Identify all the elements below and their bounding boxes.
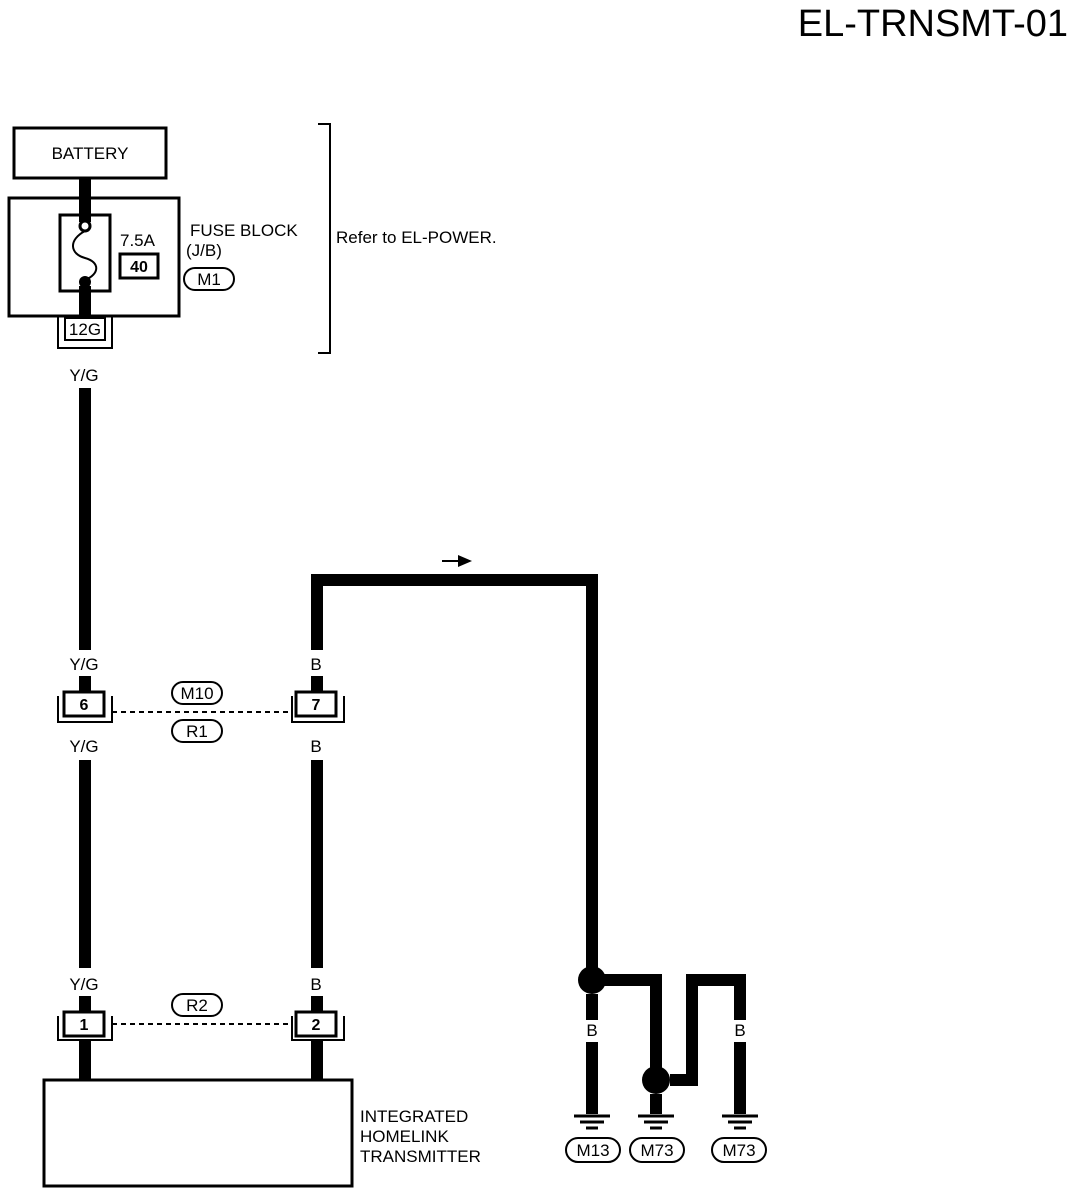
ground-connector-label-2: M73 <box>640 1141 673 1160</box>
fuse-icon <box>58 198 112 316</box>
svg-text:2: 2 <box>312 1017 321 1034</box>
wire-color-b-g4: B <box>734 1021 745 1040</box>
diagram-title: EL-TRNSMT-01 <box>798 3 1068 45</box>
wire-color-yg-4: Y/G <box>69 975 98 994</box>
module-name-line3: TRANSMITTER <box>360 1147 481 1166</box>
splice-point-upper <box>578 966 606 994</box>
wire-color-yg-3: Y/G <box>69 737 98 756</box>
wire-color-b-g1: B <box>586 1021 597 1040</box>
wire-b-ground-loop <box>311 574 598 970</box>
fuse-block-name: FUSE BLOCK <box>190 221 298 240</box>
battery-label: BATTERY <box>52 144 129 163</box>
connector-label-r1: R1 <box>186 722 208 741</box>
connector-pin-1: 1 <box>57 996 113 1041</box>
ground-icon <box>638 1114 674 1130</box>
svg-text:6: 6 <box>80 697 89 714</box>
wire-b-branch-right <box>670 974 746 1086</box>
connector-oval-m10 <box>171 681 223 705</box>
fuse-connector-label: M1 <box>197 270 221 289</box>
ground-connector-label-3: M73 <box>722 1141 755 1160</box>
splice-point-lower <box>642 1066 670 1094</box>
ground-connector-oval-1 <box>565 1137 621 1163</box>
wire-color-b-2: B <box>310 737 321 756</box>
svg-text:7: 7 <box>312 697 321 714</box>
connector-pin-7: 7 <box>291 676 345 723</box>
connector-label-m10: M10 <box>180 684 213 703</box>
ground-icon <box>574 1114 610 1130</box>
module-name-line1: INTEGRATED <box>360 1107 468 1126</box>
homelink-module-box <box>42 1078 354 1188</box>
ground-connector-label-1: M13 <box>576 1141 609 1160</box>
connector-oval-r2 <box>171 993 223 1017</box>
fuse-block-sub: (J/B) <box>186 241 222 260</box>
flow-arrow-icon <box>442 555 472 567</box>
connector-pin-2: 2 <box>291 996 345 1041</box>
terminal-12g: 12G <box>57 316 113 349</box>
fuse-number: 40 <box>130 259 148 276</box>
wire-color-b-g3: B <box>686 1021 697 1040</box>
fuse-connector-oval <box>183 267 235 291</box>
refer-bracket <box>318 123 331 354</box>
wire-color-yg-2: Y/G <box>69 655 98 674</box>
wire-color-yg-1: Y/G <box>69 366 98 385</box>
refer-note: Refer to EL-POWER. <box>336 228 497 247</box>
ground-icon <box>722 1114 758 1130</box>
ground-connector-oval-3 <box>711 1137 767 1163</box>
wire-color-b-3: B <box>310 975 321 994</box>
wire-color-b-1: B <box>310 655 321 674</box>
fuse-amperage: 7.5A <box>120 231 156 250</box>
svg-text:12G: 12G <box>69 320 101 339</box>
connector-oval-r1 <box>171 719 223 743</box>
connector-label-r2: R2 <box>186 996 208 1015</box>
fuse-number-box <box>118 252 160 280</box>
ground-connector-oval-2 <box>629 1137 685 1163</box>
svg-text:1: 1 <box>80 1017 89 1034</box>
connector-pin-6: 6 <box>57 676 113 723</box>
wire-b-branch-mid <box>604 974 662 1078</box>
module-name-line2: HOMELINK <box>360 1127 449 1146</box>
wire-color-b-g2: B <box>650 1021 661 1040</box>
